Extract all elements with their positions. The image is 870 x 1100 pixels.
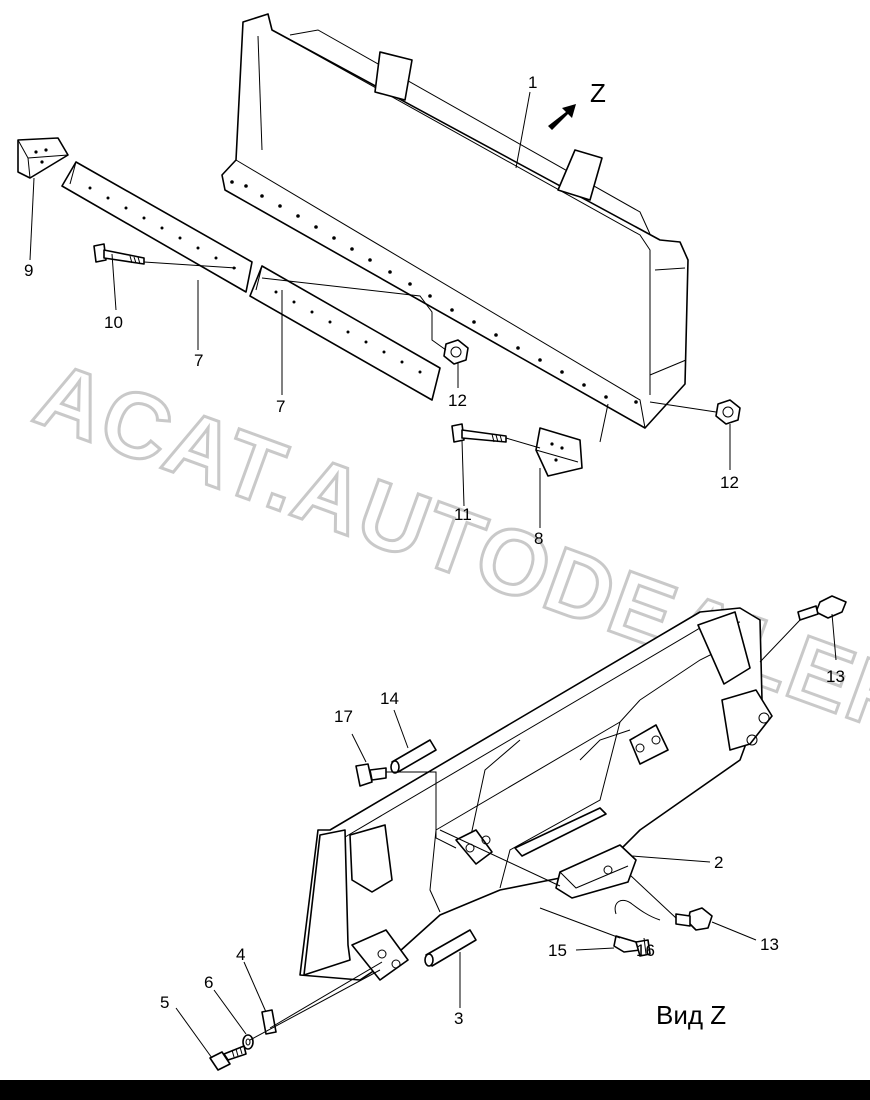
callout-12b: 12 — [720, 473, 739, 492]
callout-7b: 7 — [276, 397, 285, 416]
callout-6: 6 — [204, 973, 213, 992]
nut-12-right — [715, 399, 741, 425]
callout-4: 4 — [236, 945, 245, 964]
callout-9: 9 — [24, 261, 33, 280]
blade-bolt-holes — [230, 180, 638, 404]
bolt-13-bottom — [675, 907, 713, 931]
washer-6 — [242, 1034, 254, 1050]
bolt-11 — [451, 423, 507, 443]
view-caption: Вид Z — [656, 1000, 726, 1030]
bolt-10 — [93, 243, 145, 265]
callout-17: 17 — [334, 707, 353, 726]
plate-4 — [261, 1009, 277, 1035]
bolt-13-top — [797, 595, 847, 621]
callout-7a: 7 — [194, 351, 203, 370]
end-bit-right — [535, 427, 583, 477]
nut-12-left — [443, 339, 469, 365]
callout-16: 16 — [636, 941, 655, 960]
cutting-edge-lower — [249, 265, 441, 401]
pin-14 — [390, 739, 437, 774]
callout-13b: 13 — [760, 935, 779, 954]
lock-clip-16 — [614, 899, 661, 921]
callout-12a: 12 — [448, 391, 467, 410]
callout-1: 1 — [528, 73, 537, 92]
bottom-border-bar — [0, 1080, 870, 1100]
cutting-edge-upper — [61, 161, 253, 293]
callout-3: 3 — [454, 1009, 463, 1028]
callout-15: 15 — [548, 941, 567, 960]
bolt-5 — [209, 1045, 247, 1071]
pin-3 — [424, 929, 477, 967]
blade-part — [221, 13, 689, 429]
callout-10: 10 — [104, 313, 123, 332]
callout-11: 11 — [454, 505, 472, 524]
pin-15 — [613, 935, 651, 957]
callout-5: 5 — [160, 993, 169, 1012]
view-letter: Z — [590, 78, 606, 108]
bolt-17 — [355, 763, 387, 787]
callout-14: 14 — [380, 689, 399, 708]
push-frame-part — [299, 607, 773, 981]
callout-8: 8 — [534, 529, 543, 548]
callout-2: 2 — [714, 853, 723, 872]
callout-labels: 1 2 3 4 5 6 7 7 8 9 10 11 12 12 13 13 14… — [24, 73, 845, 1028]
end-bit-left — [17, 137, 69, 179]
callout-13a: 13 — [826, 667, 845, 686]
